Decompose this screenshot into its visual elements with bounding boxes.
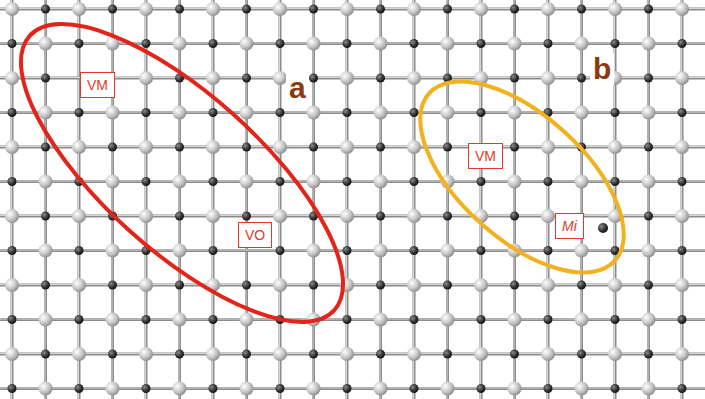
lattice-atoms (5, 2, 705, 396)
cluster-ellipse (410, 85, 635, 270)
interstitial-atom (598, 223, 608, 233)
defect-symbol: VM (475, 147, 496, 165)
defect-cluster: bVMMi (410, 85, 635, 270)
defect-label: VM (80, 72, 115, 98)
cluster-ellipse (10, 18, 355, 328)
defect-cluster: a VM VO (10, 18, 355, 328)
cluster-label: b (590, 53, 614, 85)
defect-symbol: Mi (562, 217, 577, 235)
cluster-label: a (286, 72, 309, 104)
defect-label: Mi (555, 213, 584, 239)
defect-label: VM (468, 143, 503, 169)
defect-symbol: VM (87, 76, 108, 94)
defect-label: VO (238, 222, 272, 248)
defect-symbol: VO (245, 226, 265, 244)
